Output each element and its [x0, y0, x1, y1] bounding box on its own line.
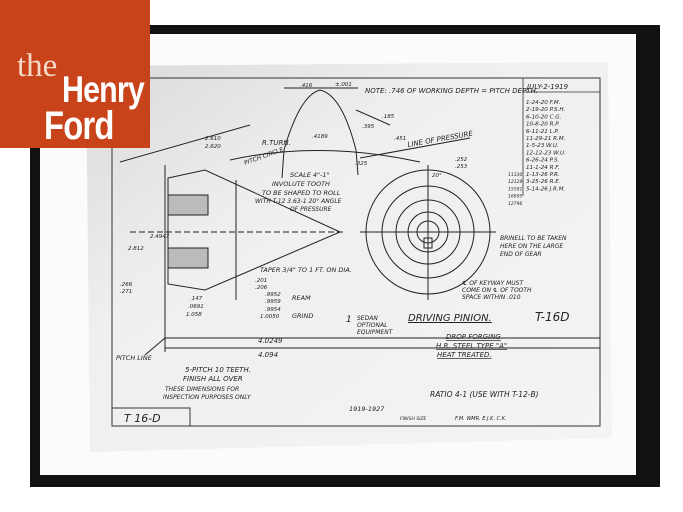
revs-line: 1-24-20 F.M. — [526, 100, 561, 106]
dimension-label: 1.058 — [186, 312, 202, 318]
revs-line: 12-12-23 W.U. — [526, 150, 566, 156]
revs-line: 1-5-23 W.U. — [526, 143, 559, 149]
dimension-label: .451 — [394, 136, 406, 142]
usage-qty: 1 — [346, 315, 352, 325]
note-working-depth: NOTE: .746 OF WORKING DEPTH = PITCH DEPT… — [365, 87, 538, 95]
the-henry-ford-logo: the Henry Ford — [0, 0, 150, 148]
part-name: DRIVING PINION. — [408, 313, 492, 324]
note-r-turn: R.TURN. — [262, 139, 291, 147]
revs-line: 6-10-20 C.G. — [526, 114, 562, 120]
dimension-label: .271 — [120, 289, 132, 295]
note-pressure: OF PRESSURE — [290, 206, 332, 213]
note-with: WITH T-12 3.63-1 20° ANGLE — [255, 198, 342, 205]
dimension-label: 20° — [432, 173, 442, 179]
dimension-label: .9952 — [265, 292, 281, 298]
brinell-line: END OF GEAR — [500, 251, 542, 258]
dimension-label: .253 — [455, 164, 468, 170]
dimension-label: .9954 — [265, 307, 281, 313]
pinion-side-view — [119, 124, 600, 356]
note-pitch-1: 5-PITCH 10 TEETH. — [185, 366, 251, 374]
note-inspection-2: INSPECTION PURPOSES ONLY — [163, 394, 252, 401]
note-pitch-line: PITCH LINE — [116, 354, 153, 362]
revs-line: 2-19-20 P.S.H. — [526, 107, 566, 113]
years: 1919-1927 — [349, 405, 385, 413]
title-block-number: T 16-D — [124, 412, 161, 425]
dimension-label: .185 — [382, 114, 395, 120]
revs-line: 11-29-21 R.M. — [526, 136, 566, 142]
dimension-label: .266 — [120, 282, 133, 288]
dimension-labels: .416 ±.001 .4189 .395 .185 .451 .325 2.610 2.620… — [120, 82, 468, 320]
revision-list: 1-24-20 F.M.2-19-20 P.S.H.6-10-20 C.G. 10… — [526, 100, 566, 192]
drawing-paper — [86, 62, 612, 452]
brinell-line: HERE ON THE LARGE — [500, 243, 563, 250]
dimension-label: ±.001 — [335, 82, 352, 88]
finish-size-note: FINISH SIZE — [400, 416, 427, 422]
note-shaped: TO BE SHAPED TO ROLL — [262, 189, 341, 197]
material-2: H.R. STEEL TYPE "A" — [436, 342, 507, 350]
part-number: T-16D — [535, 310, 569, 324]
note-pitch-2: FINISH ALL OVER — [183, 375, 243, 383]
dimension-label: .0691 — [188, 304, 204, 310]
dimension-label: 2.812 — [128, 246, 144, 252]
gear-end-view — [360, 165, 496, 300]
dimension-label: .252 — [455, 157, 468, 163]
note-involute: INVOLUTE TOOTH — [272, 180, 330, 188]
revnums-line: 12129 — [508, 179, 522, 185]
dimension-label: 2.610 — [205, 136, 221, 142]
dimension-4-0249: 4.0249 — [258, 337, 283, 345]
dimension-label: .416 — [300, 83, 313, 89]
revs-line: 3-25-26 R.E. — [526, 179, 561, 185]
dimension-label: .325 — [355, 161, 368, 167]
dimension-label: .4189 — [312, 134, 328, 140]
revision-table — [522, 78, 600, 196]
dimension-label: 2.4947 — [150, 234, 170, 240]
revs-line: 10-8-20 R.P. — [526, 122, 560, 128]
signatures: F.M. WMR. E.J.K. C.K. — [455, 416, 506, 422]
drawing-border — [111, 77, 601, 427]
usage-equipment: EQUIPMENT — [357, 329, 394, 336]
note-grind: GRIND — [292, 312, 313, 320]
revnums-line: 12796 — [508, 201, 522, 207]
gear-ratio: RATIO 4-1 (USE WITH T-12-B) — [430, 390, 539, 399]
title-box — [111, 407, 191, 427]
keyway-line: COME ON ℄ OF TOOTH — [462, 287, 532, 294]
dimension-label: 1.0050 — [260, 314, 280, 320]
drawing-date: JULY-2-1919 — [525, 83, 569, 91]
revnums-line: 11330 — [508, 172, 522, 178]
note-ream: REAM — [292, 294, 311, 302]
dimension-label: .9959 — [265, 299, 281, 305]
material-3: HEAT TREATED. — [437, 351, 492, 359]
material-1: DROP FORGING — [446, 333, 501, 341]
tooth-profile — [229, 87, 471, 179]
logo-text-the: the — [17, 48, 58, 84]
revs-line: 6-26-24 P.S. — [526, 158, 560, 164]
dimension-4-094: 4.094 — [258, 351, 278, 359]
revnums-line: 16695 — [508, 194, 522, 200]
dimension-label: .147 — [190, 296, 203, 302]
note-inspection-1: THESE DIMENSIONS FOR — [165, 386, 239, 393]
revs-line: 5-14-26 J.R.M. — [526, 186, 566, 192]
brinell-line: BRINELL TO BE TAKEN — [500, 235, 567, 242]
keyway-line: ℄ OF KEYWAY MUST — [462, 280, 524, 287]
dimension-label: .395 — [362, 124, 375, 130]
revs-line: 1-13-26 P.R. — [526, 172, 560, 178]
usage-sedan: SEDAN — [357, 315, 378, 322]
keyway-line: SPACE WITHIN .010 — [462, 294, 521, 301]
revnums-line: 15591 — [508, 186, 522, 192]
revs-line: 11-1-24 R.F. — [526, 165, 560, 171]
revs-line: 6-11-21 L.P. — [526, 129, 559, 135]
dimension-label: .201 — [255, 278, 267, 284]
logo-text-ford: Ford — [44, 104, 114, 148]
note-scale: SCALE 4"-1" — [290, 171, 330, 179]
note-taper: TAPER 3/4" TO 1 FT. ON DIA. — [260, 266, 352, 274]
dimension-label: 2.620 — [205, 144, 221, 150]
logo-text-henry: Henry — [62, 69, 145, 110]
dimension-label: .206 — [255, 285, 268, 291]
usage-optional: OPTIONAL — [357, 322, 387, 329]
